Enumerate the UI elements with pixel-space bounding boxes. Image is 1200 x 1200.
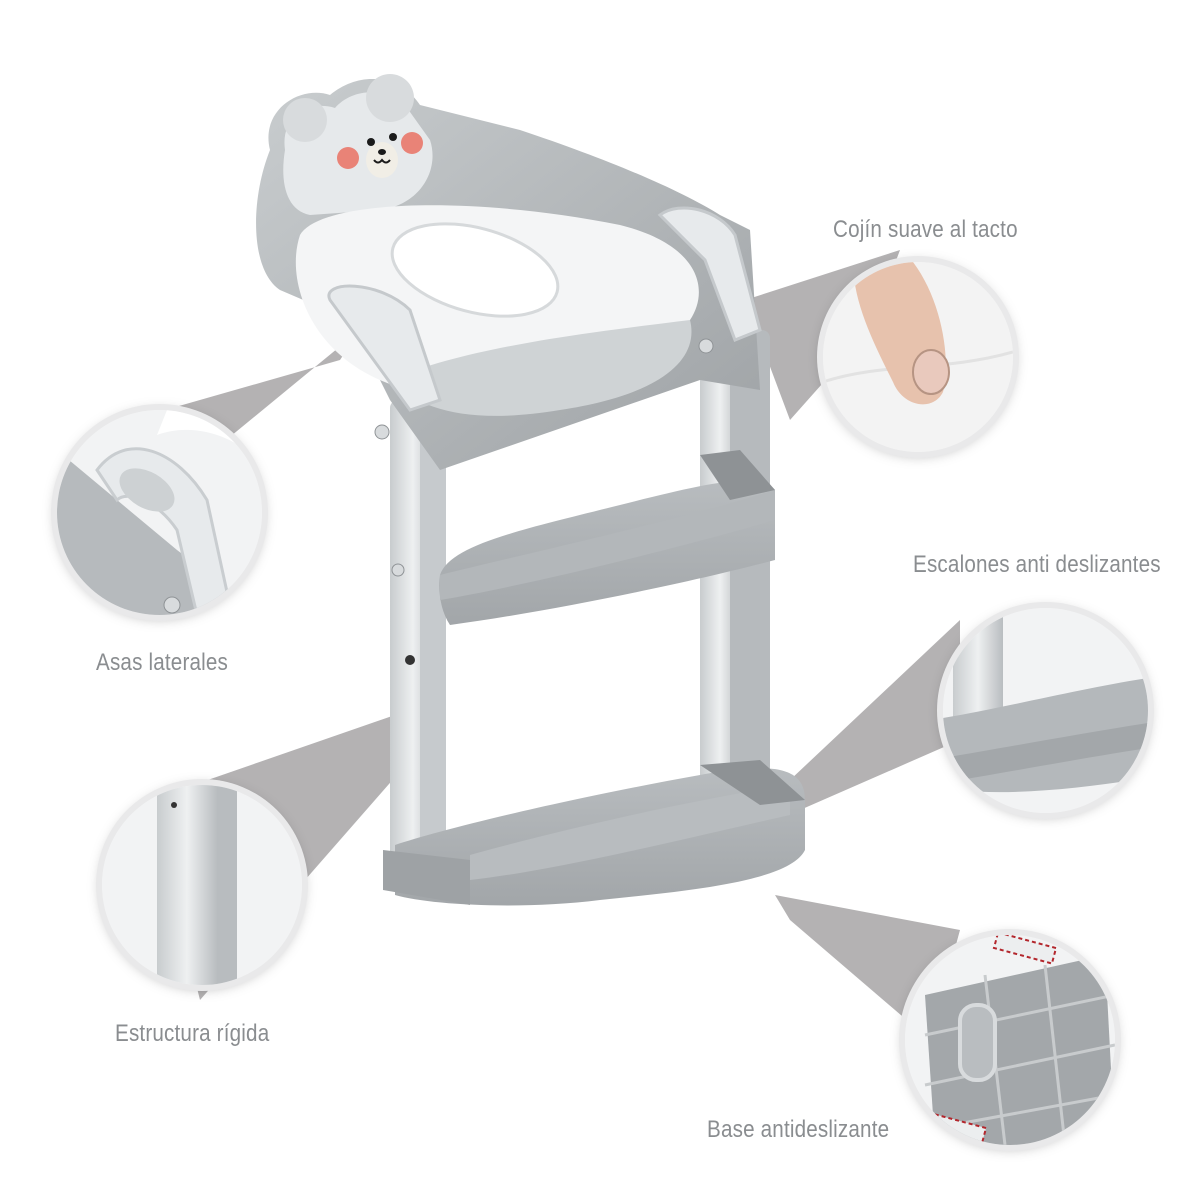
callout-label-handles: Asas laterales: [96, 649, 229, 676]
detail-circle-frame: [102, 785, 302, 985]
detail-circle-cushion: [823, 262, 1013, 452]
callout-label-cushion: Cojín suave al tacto: [833, 216, 1018, 243]
detail-circle-handles: [57, 410, 262, 615]
callout-label-steps: Escalones anti deslizantes: [913, 551, 1161, 578]
detail-circle-base: [905, 935, 1115, 1145]
callout-label-frame: Estructura rígida: [115, 1020, 270, 1047]
callout-label-base: Base antideslizante: [707, 1116, 890, 1143]
detail-circle-steps: [943, 608, 1148, 813]
